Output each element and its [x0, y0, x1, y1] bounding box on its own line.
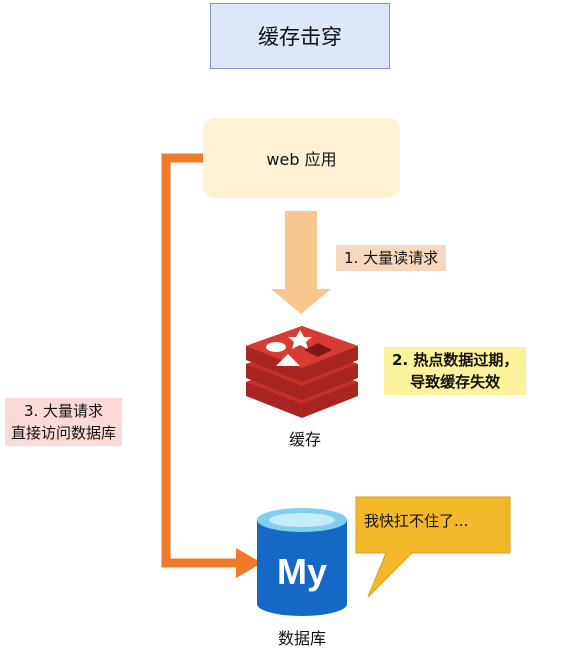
redis-icon: [246, 326, 358, 418]
web-app-label: web 应用: [266, 150, 337, 169]
database-caption: 数据库: [277, 629, 326, 648]
step1-label: 1. 大量读请求: [336, 245, 447, 271]
read-request-arrow: [271, 211, 331, 314]
step1-text: 1. 大量读请求: [344, 249, 439, 267]
step2-label: 2. 热点数据过期， 导致缓存失效: [384, 347, 527, 395]
step2-line1: 2. 热点数据过期，: [392, 351, 519, 369]
step3-line2: 直接访问数据库: [11, 424, 117, 442]
speech-bubble-text: 我快扛不住了...: [364, 512, 469, 530]
step2-line2: 导致缓存失效: [410, 373, 501, 391]
web-app-box: web 应用: [203, 118, 400, 198]
step3-line1: 3. 大量请求: [23, 402, 104, 420]
speech-bubble: [355, 496, 511, 598]
title-box: 缓存击穿: [210, 3, 390, 69]
direct-db-arrow: [161, 153, 262, 578]
step3-label: 3. 大量请求 直接访问数据库: [5, 398, 123, 446]
mysql-logo-text: My: [277, 551, 327, 592]
mysql-icon: My: [257, 508, 347, 616]
diagram-title: 缓存击穿: [258, 25, 342, 49]
cache-caption: 缓存: [288, 430, 321, 449]
